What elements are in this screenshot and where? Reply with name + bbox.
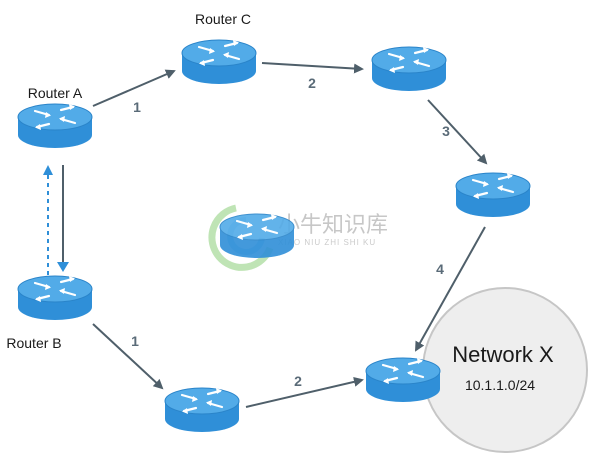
- router-b-icon: [16, 274, 94, 322]
- network-name-label: Network X: [452, 342, 554, 367]
- router-f-icon: [163, 386, 241, 434]
- router-d-icon: [370, 45, 448, 93]
- hop-number-e-to-x: 4: [436, 261, 444, 277]
- watermark-subtitle: XIAO NIU ZHI SHI KU: [278, 238, 376, 247]
- hop-number-c-to-d: 2: [308, 75, 316, 91]
- arrow-c-to-d: [261, 62, 364, 74]
- network-subnet-label: 10.1.1.0/24: [465, 377, 535, 393]
- arrow-e-to-x: [415, 226, 486, 352]
- arrow-b-to-f: [92, 323, 164, 390]
- router-c-icon: [180, 38, 258, 86]
- router-a-label: Router A: [28, 85, 83, 101]
- router-e-icon: [454, 171, 532, 219]
- router-x-icon: [364, 356, 442, 404]
- arrow-a-to-c: [92, 69, 176, 107]
- arrow-head-b: [57, 262, 69, 272]
- router-c-label: Router C: [195, 11, 251, 27]
- network-x-circle: [422, 287, 588, 453]
- arrow-f-to-x: [245, 376, 364, 408]
- arrow-d-to-e: [427, 99, 488, 165]
- hop-number-d-to-e: 3: [442, 123, 450, 139]
- hop-number-a-to-c: 1: [133, 99, 141, 115]
- router-b-label: Router B: [6, 335, 61, 351]
- router-a-icon: [16, 102, 94, 150]
- router-center-icon: [218, 212, 296, 260]
- hop-number-f-to-x: 2: [294, 373, 302, 389]
- hop-number-b-to-f: 1: [131, 333, 139, 349]
- watermark-title: 小牛知识库: [278, 213, 388, 238]
